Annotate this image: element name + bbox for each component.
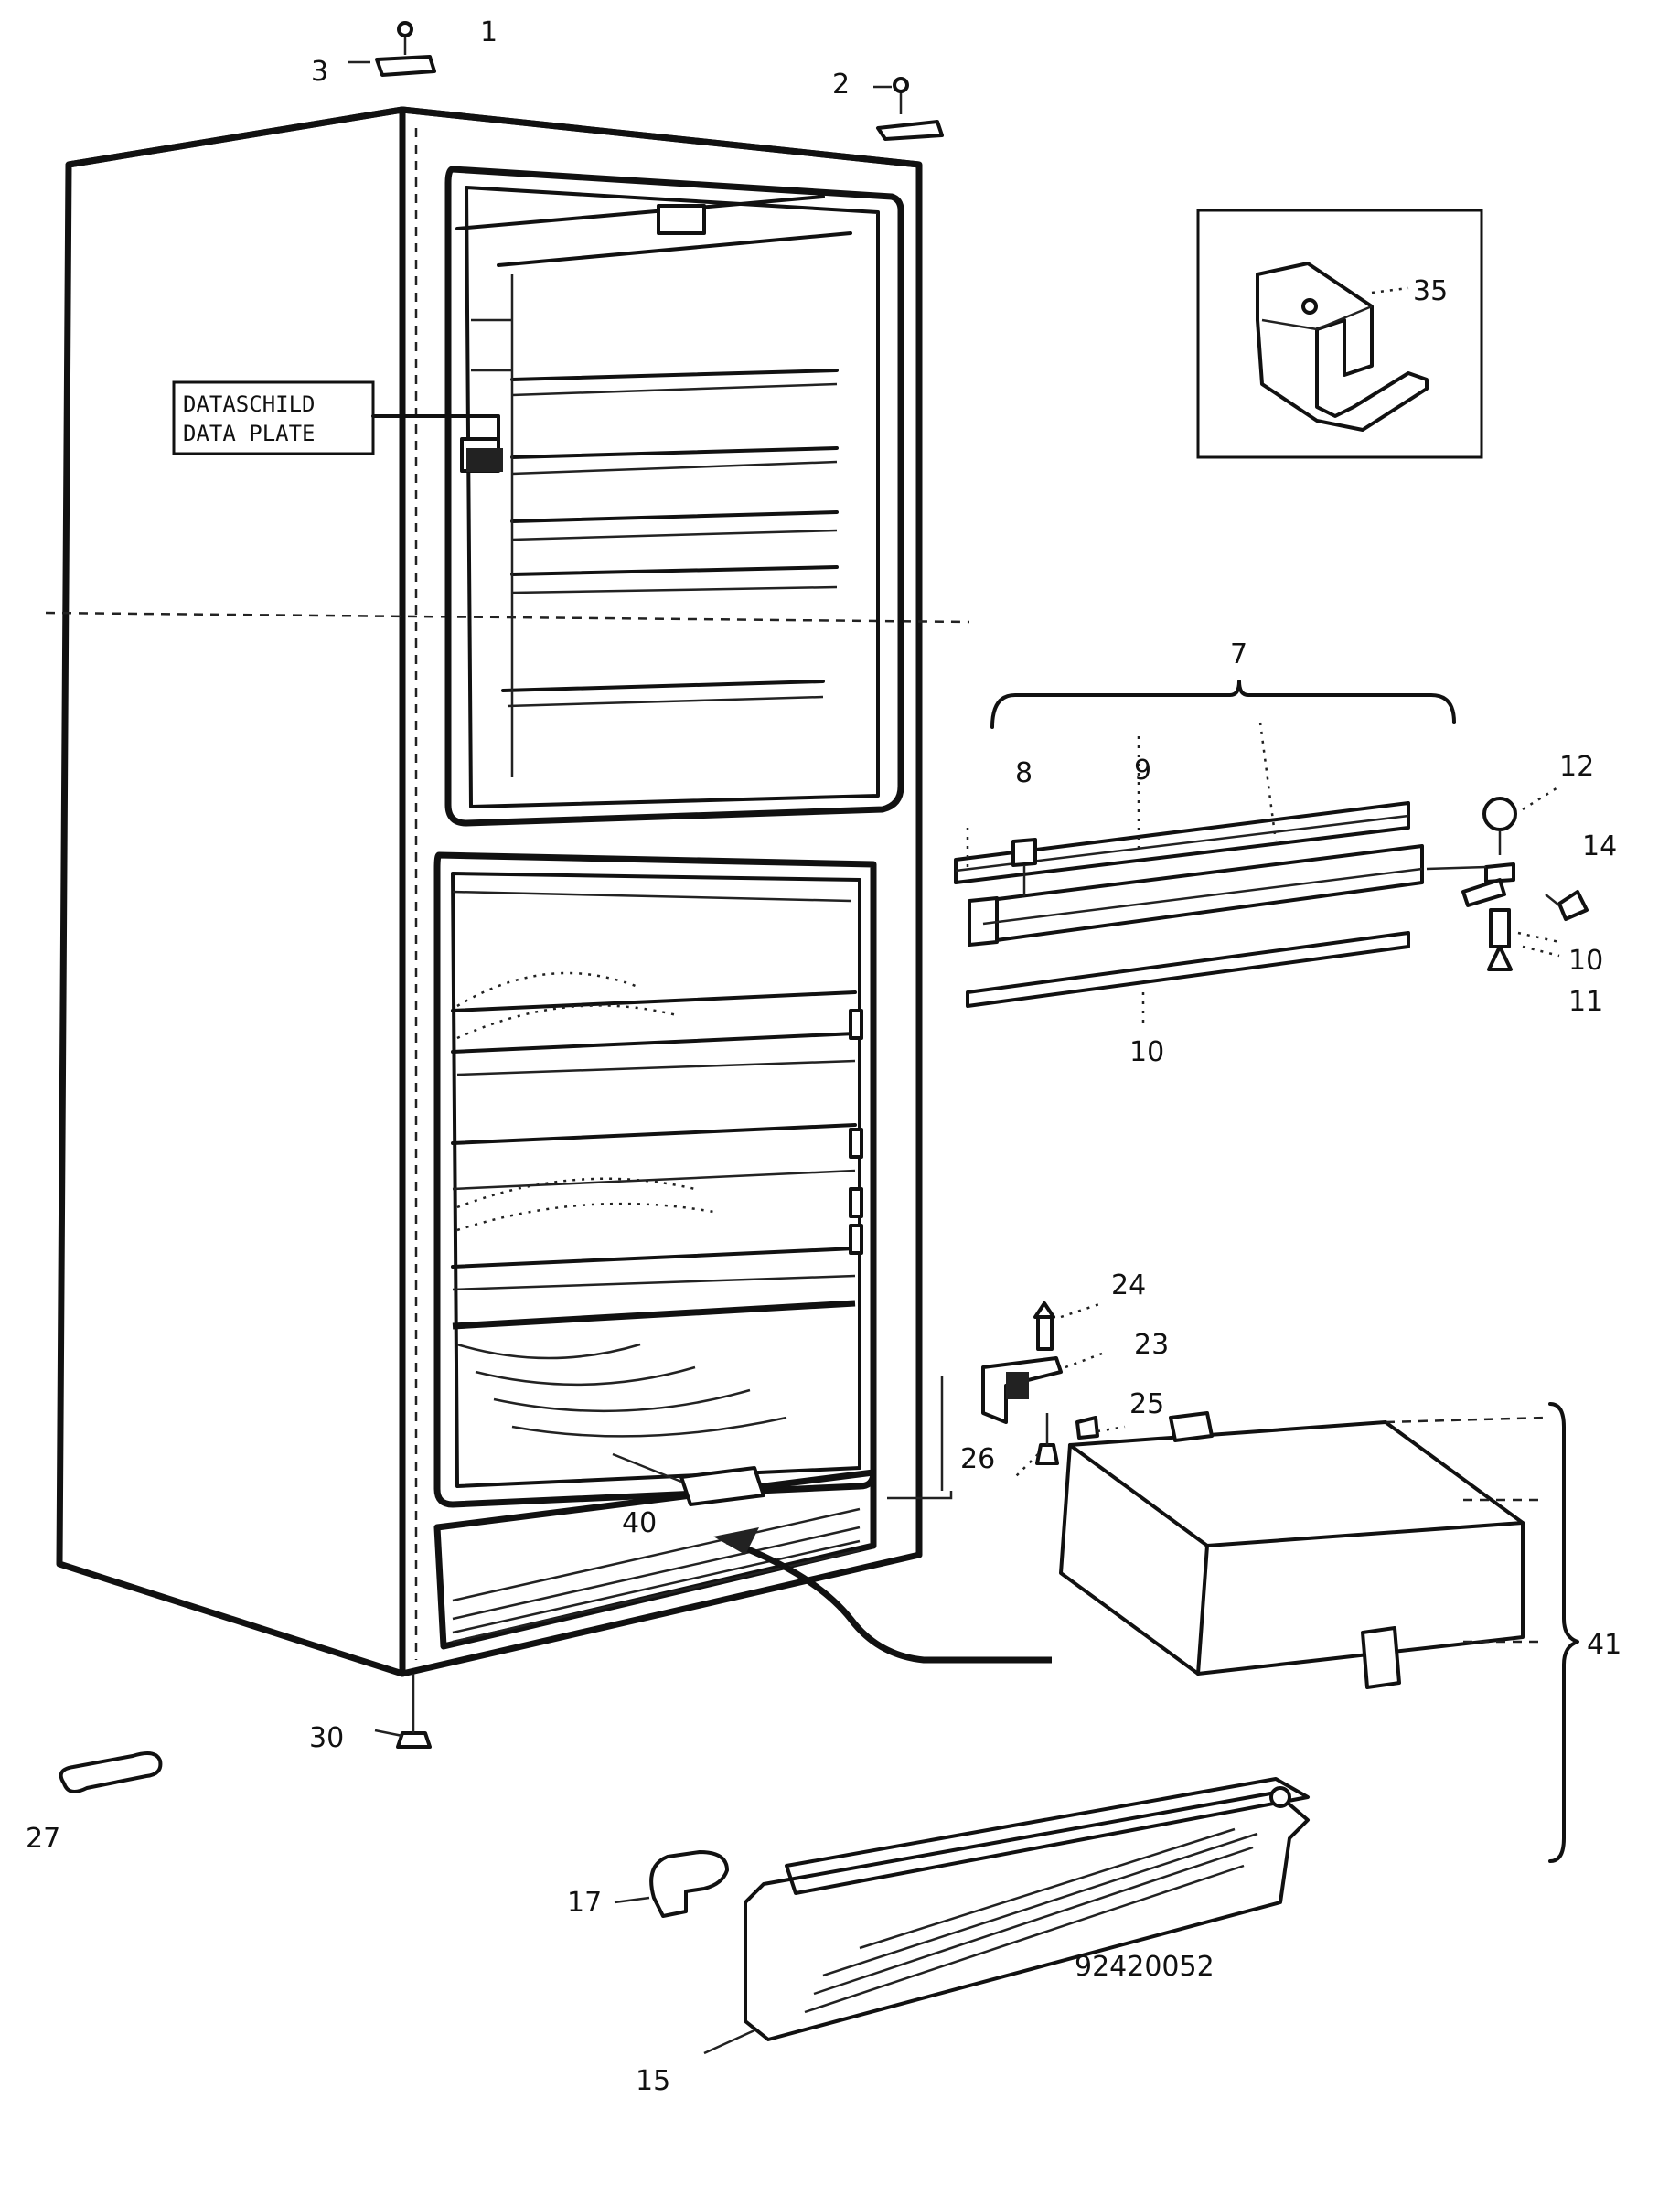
callout-14: 14 (1582, 830, 1617, 862)
callout-25: 25 (1129, 1388, 1164, 1420)
callout-8: 8 (1015, 757, 1033, 789)
callout-23: 23 (1134, 1329, 1169, 1361)
callout-26: 26 (960, 1443, 995, 1475)
callout-24: 24 (1111, 1269, 1146, 1301)
callout-13: 10 (1129, 1036, 1164, 1068)
data-plate-line-1: DATASCHILD (183, 391, 316, 417)
bracket-inset (1196, 209, 1483, 459)
drawer-opening (433, 1469, 877, 1650)
callout-labels: 1 2 3 7 8 9 10 10 11 12 14 15 17 23 24 2… (26, 16, 1621, 2097)
drawer-slide-part (612, 1452, 765, 1506)
callout-9: 9 (1134, 755, 1151, 787)
callout-12: 12 (1559, 751, 1594, 783)
callout-11: 11 (1568, 986, 1603, 1018)
fresh-food-compartment (433, 851, 877, 1508)
callout-41: 41 (1587, 1629, 1621, 1661)
leveling-leg (374, 1674, 432, 1749)
data-plate-label: DATASCHILD DATA PLATE (172, 380, 503, 472)
data-plate-line-2: DATA PLATE (183, 421, 316, 446)
figure-number: 92420052 (1075, 1951, 1215, 1983)
callout-1: 1 (480, 16, 498, 48)
crisper-cover (703, 1777, 1310, 2055)
leader-lines (966, 286, 1560, 1478)
callout-2: 2 (832, 69, 850, 101)
callout-27: 27 (26, 1823, 60, 1855)
callout-10: 10 (1568, 945, 1603, 977)
callout-40: 40 (622, 1507, 657, 1539)
callout-17: 17 (567, 1887, 602, 1919)
center-hinge-assembly (954, 680, 1589, 1008)
callout-30: 30 (309, 1722, 344, 1754)
freezer-compartment (444, 166, 904, 827)
cover-clip (614, 1850, 729, 1918)
drawer-assembly (713, 1402, 1579, 1863)
wrench-tool (59, 1751, 163, 1793)
callout-35: 35 (1413, 275, 1448, 307)
callout-15: 15 (636, 2065, 670, 2097)
bottom-hinge-hardware (887, 1301, 1099, 1500)
refrigerator-cabinet (45, 106, 970, 1677)
callout-7: 7 (1230, 638, 1247, 670)
top-hinge-hardware (348, 21, 944, 141)
callout-3: 3 (311, 56, 328, 88)
